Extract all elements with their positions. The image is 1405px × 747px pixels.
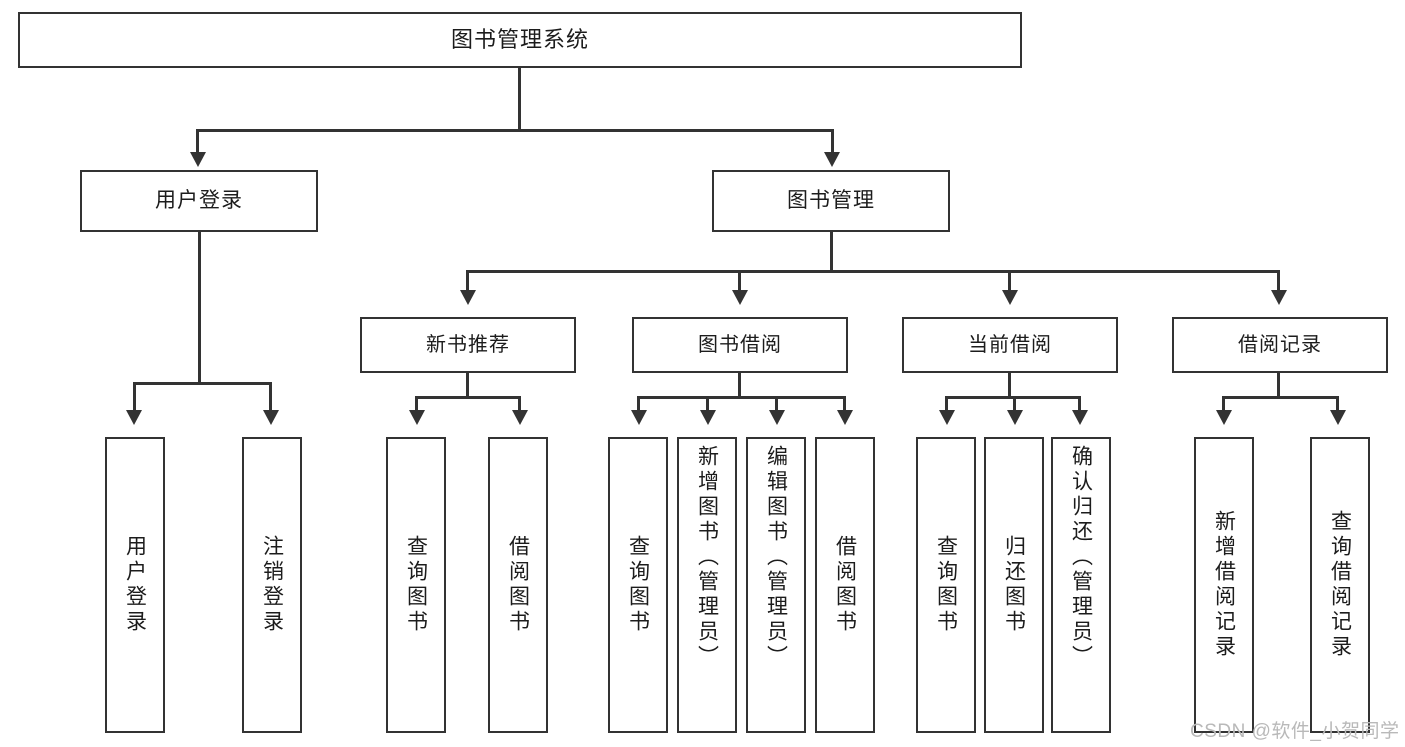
connector-book-borrow-drop-2 [706,396,709,413]
leaf-confirm-return-admin[interactable]: 确认归还（管理员） [1051,437,1111,733]
node-label: 借阅图书 [506,535,530,635]
connector-book-borrow-bus [637,396,846,399]
connector-borrow-record-drop-1 [1222,396,1225,413]
arrow-head-leaf-confirm-return [1072,410,1088,425]
connector-root-bus [196,129,834,132]
csdn-watermark: CSDN @软件_小贺同学 [1190,721,1400,742]
node-label: 图书管理 [787,189,875,213]
node-user-login[interactable]: 用户登录 [80,170,318,232]
connector-current-borrow-drop-2 [1013,396,1016,413]
connector-book-mgmt-bus [466,270,1280,273]
connector-borrow-record-bus [1222,396,1339,399]
connector-new-book-stem [466,373,469,398]
connector-user-login-stem [198,232,201,384]
arrow-head-user-login [190,152,206,167]
leaf-edit-book-admin[interactable]: 编辑图书（管理员） [746,437,806,733]
node-label: 用户登录 [155,189,243,213]
arrow-head-leaf-logout [263,410,279,425]
arrow-head-leaf-query-record [1330,410,1346,425]
node-label: 新增借阅记录 [1212,510,1236,660]
connector-current-borrow-drop-1 [945,396,948,413]
leaf-borrow-book-recommend[interactable]: 借阅图书 [488,437,548,733]
node-label: 查询图书 [404,535,428,635]
connector-borrow-record-stem [1277,373,1280,398]
node-label: 注销登录 [260,535,284,635]
node-label: 查询图书 [626,535,650,635]
node-book-borrow[interactable]: 图书借阅 [632,317,848,373]
connector-book-mgmt-drop-1 [466,270,469,293]
connector-book-borrow-stem [738,373,741,398]
connector-current-borrow-drop-3 [1078,396,1081,413]
leaf-query-borrow-record[interactable]: 查询借阅记录 [1310,437,1370,733]
arrow-head-leaf-query-book-2 [631,410,647,425]
arrow-head-new-book-recommend [460,290,476,305]
node-label: 查询借阅记录 [1328,510,1352,660]
node-book-management[interactable]: 图书管理 [712,170,950,232]
node-label: 图书管理系统 [450,26,589,52]
connector-book-mgmt-drop-3 [1008,270,1011,293]
node-root-system[interactable]: 图书管理系统 [18,12,1022,68]
node-label: 借阅记录 [1238,333,1322,356]
leaf-return-book[interactable]: 归还图书 [984,437,1044,733]
connector-book-mgmt-drop-4 [1277,270,1280,293]
arrow-head-leaf-query-book-3 [939,410,955,425]
connector-current-borrow-stem [1008,373,1011,398]
connector-root-stem [518,68,521,131]
node-label: 查询图书 [934,535,958,635]
arrow-head-book-borrow [732,290,748,305]
leaf-query-book-borrow[interactable]: 查询图书 [608,437,668,733]
connector-book-mgmt-drop-2 [738,270,741,293]
node-label: 图书借阅 [698,333,782,356]
connector-book-mgmt-stem [830,232,833,272]
connector-user-login-drop-2 [269,382,272,413]
arrow-head-leaf-borrow-book-2 [837,410,853,425]
arrow-head-leaf-add-record [1216,410,1232,425]
connector-borrow-record-drop-2 [1336,396,1339,413]
arrow-head-book-mgmt [824,152,840,167]
arrow-head-current-borrow [1002,290,1018,305]
leaf-query-book-current[interactable]: 查询图书 [916,437,976,733]
node-new-book-recommend[interactable]: 新书推荐 [360,317,576,373]
connector-root-to-user-login [196,129,199,155]
node-label: 借阅图书 [833,535,857,635]
connector-root-to-book-mgmt [831,129,834,155]
connector-book-borrow-drop-1 [637,396,640,413]
node-label: 新书推荐 [426,333,510,356]
arrow-head-leaf-add-book [700,410,716,425]
node-label: 确认归还（管理员） [1069,445,1093,670]
connector-book-borrow-drop-4 [843,396,846,413]
node-label: 新增图书（管理员） [695,445,719,670]
leaf-logout[interactable]: 注销登录 [242,437,302,733]
node-current-borrow[interactable]: 当前借阅 [902,317,1118,373]
leaf-add-borrow-record[interactable]: 新增借阅记录 [1194,437,1254,733]
arrow-head-leaf-borrow-book-1 [512,410,528,425]
leaf-add-book-admin[interactable]: 新增图书（管理员） [677,437,737,733]
leaf-borrow-book-borrow[interactable]: 借阅图书 [815,437,875,733]
arrow-head-leaf-user-login [126,410,142,425]
leaf-query-book-recommend[interactable]: 查询图书 [386,437,446,733]
node-label: 用户登录 [123,535,147,635]
connector-new-book-drop-1 [415,396,418,413]
connector-user-login-drop-1 [133,382,136,413]
leaf-user-login[interactable]: 用户登录 [105,437,165,733]
arrow-head-leaf-return-book [1007,410,1023,425]
node-label: 编辑图书（管理员） [764,445,788,670]
arrow-head-leaf-edit-book [769,410,785,425]
arrow-head-leaf-query-book-1 [409,410,425,425]
node-label: 归还图书 [1002,535,1026,635]
node-label: 当前借阅 [968,333,1052,356]
connector-user-login-bus [133,382,271,385]
arrow-head-borrow-record [1271,290,1287,305]
node-borrow-record[interactable]: 借阅记录 [1172,317,1388,373]
connector-new-book-bus [415,396,521,399]
connector-new-book-drop-2 [518,396,521,413]
connector-book-borrow-drop-3 [775,396,778,413]
